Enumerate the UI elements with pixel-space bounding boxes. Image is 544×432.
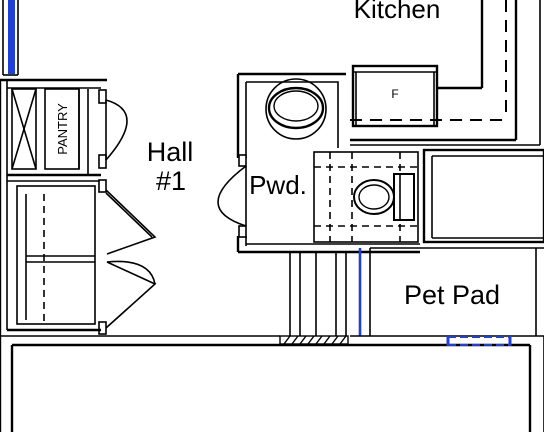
left-exterior-wall [0,78,107,432]
kitchen: F Kitchen [350,0,541,146]
hatched-wall-segment [279,335,349,345]
toilet-icon [353,173,415,221]
closet [7,179,157,335]
pet-door-icon [446,336,512,346]
stair-rails [289,252,347,336]
cabinet-right [422,148,544,244]
hall-number-label: #1 [156,166,186,196]
fridge-label: F [391,87,398,101]
powder-room-label: Pwd. [249,170,307,200]
powder-room [217,72,420,254]
window-top-left [2,0,19,76]
pet-pad-label: Pet Pad [404,280,500,310]
sink-icon [265,78,327,140]
pet-pad-room: Pet Pad [350,247,544,346]
toilet-alcove [313,151,419,243]
kitchen-label: Kitchen [354,0,441,24]
pantry: PANTRY [7,88,101,182]
fridge: F [351,64,439,128]
pantry-door [98,89,128,169]
pantry-label: PANTRY [55,103,70,155]
lower-room [0,335,544,432]
hall-label: Hall [147,137,194,167]
